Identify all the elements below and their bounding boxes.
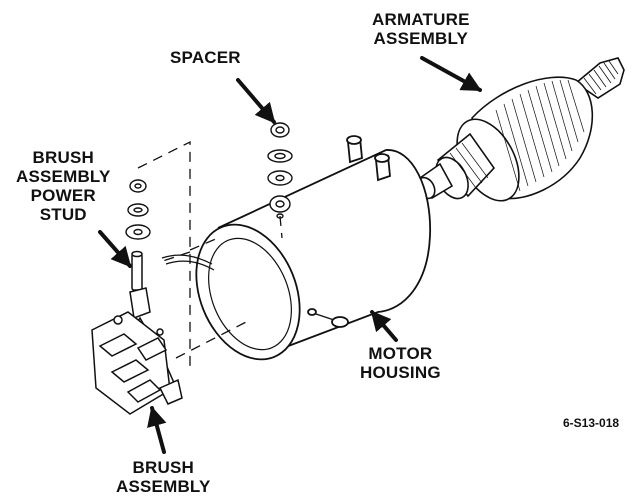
stud-label-line-2: ASSEMBLY bbox=[16, 167, 111, 186]
stud-label-line-1: BRUSH bbox=[32, 148, 94, 167]
housing-label-line-1: MOTOR bbox=[368, 344, 433, 363]
armature-assembly-label: ARMATURE ASSEMBLY bbox=[372, 10, 470, 48]
arrow-motor-housing bbox=[370, 310, 398, 342]
arrow-power-stud bbox=[98, 230, 132, 268]
motor-housing-label: MOTOR HOUSING bbox=[360, 344, 441, 382]
brush-assembly-power-stud-label: BRUSH ASSEMBLY POWER STUD bbox=[16, 148, 111, 224]
arrow-spacer bbox=[236, 78, 276, 124]
brush-label-line-2: ASSEMBLY bbox=[116, 477, 211, 496]
armature-label-line-2: ASSEMBLY bbox=[373, 29, 469, 48]
spacer-label-text: SPACER bbox=[170, 48, 241, 67]
leader-arrows bbox=[98, 56, 482, 454]
brush-assembly-label: BRUSH ASSEMBLY bbox=[116, 458, 211, 496]
housing-label-line-2: HOUSING bbox=[360, 363, 441, 382]
motor-housing bbox=[161, 135, 431, 361]
armature-assembly bbox=[416, 57, 625, 202]
stud-washers bbox=[125, 179, 151, 240]
stud-label-line-4: STUD bbox=[39, 205, 87, 224]
spacer-label: SPACER bbox=[170, 48, 241, 67]
armature-label-line-1: ARMATURE bbox=[372, 10, 470, 29]
arrow-armature bbox=[420, 56, 482, 92]
stud-label-line-3: POWER bbox=[30, 186, 96, 205]
spacer-stack bbox=[267, 122, 293, 219]
figure-id: 6-S13-018 bbox=[563, 416, 620, 430]
brush-assembly bbox=[91, 250, 183, 415]
brush-label-line-1: BRUSH bbox=[132, 458, 194, 477]
alignment-dashes bbox=[137, 140, 283, 368]
arrow-brush-assembly bbox=[147, 406, 167, 454]
